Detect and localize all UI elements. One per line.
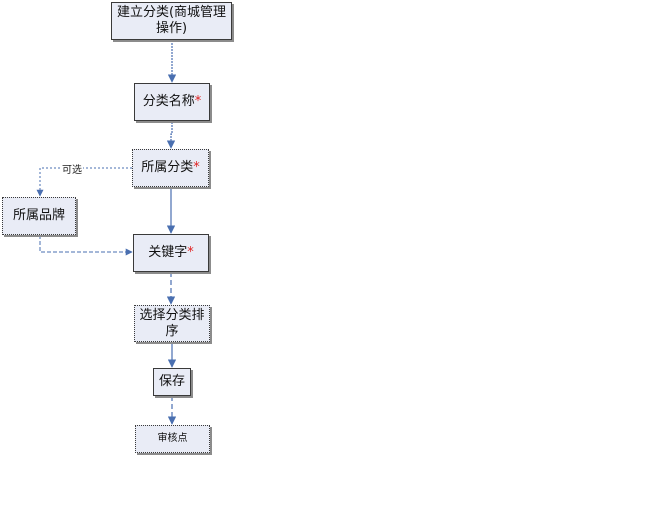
node-keyword[interactable]: 关键字*	[133, 234, 209, 272]
node-parent-category-label: 所属分类	[141, 160, 194, 175]
connector-parent-to-brand-optional	[36, 167, 132, 197]
node-parent-category[interactable]: 所属分类*	[132, 149, 209, 187]
node-brand[interactable]: 所属品牌	[2, 197, 76, 235]
required-mark: *	[194, 94, 202, 109]
connector-brand-to-keyword	[39, 235, 133, 256]
node-brand-label: 所属品牌	[12, 208, 65, 223]
node-review-point-label: 审核点	[157, 433, 188, 444]
node-keyword-label: 关键字	[148, 245, 188, 260]
node-review-point[interactable]: 审核点	[135, 425, 210, 453]
node-category-name[interactable]: 分类名称*	[134, 83, 210, 121]
required-mark: *	[187, 245, 194, 260]
connector-name-to-parent	[166, 122, 176, 149]
required-mark: *	[193, 160, 200, 175]
node-save[interactable]: 保存	[153, 368, 191, 396]
node-create-category-label: 建立分类(商城管理操作)	[116, 5, 227, 36]
edge-label-optional: 可选	[61, 161, 83, 176]
node-sort-order[interactable]: 选择分类排序	[134, 305, 210, 342]
node-create-category[interactable]: 建立分类(商城管理操作)	[111, 2, 232, 40]
node-category-name-label: 分类名称	[142, 94, 195, 109]
node-sort-order-label: 选择分类排序	[139, 307, 205, 339]
node-save-label: 保存	[158, 374, 185, 389]
